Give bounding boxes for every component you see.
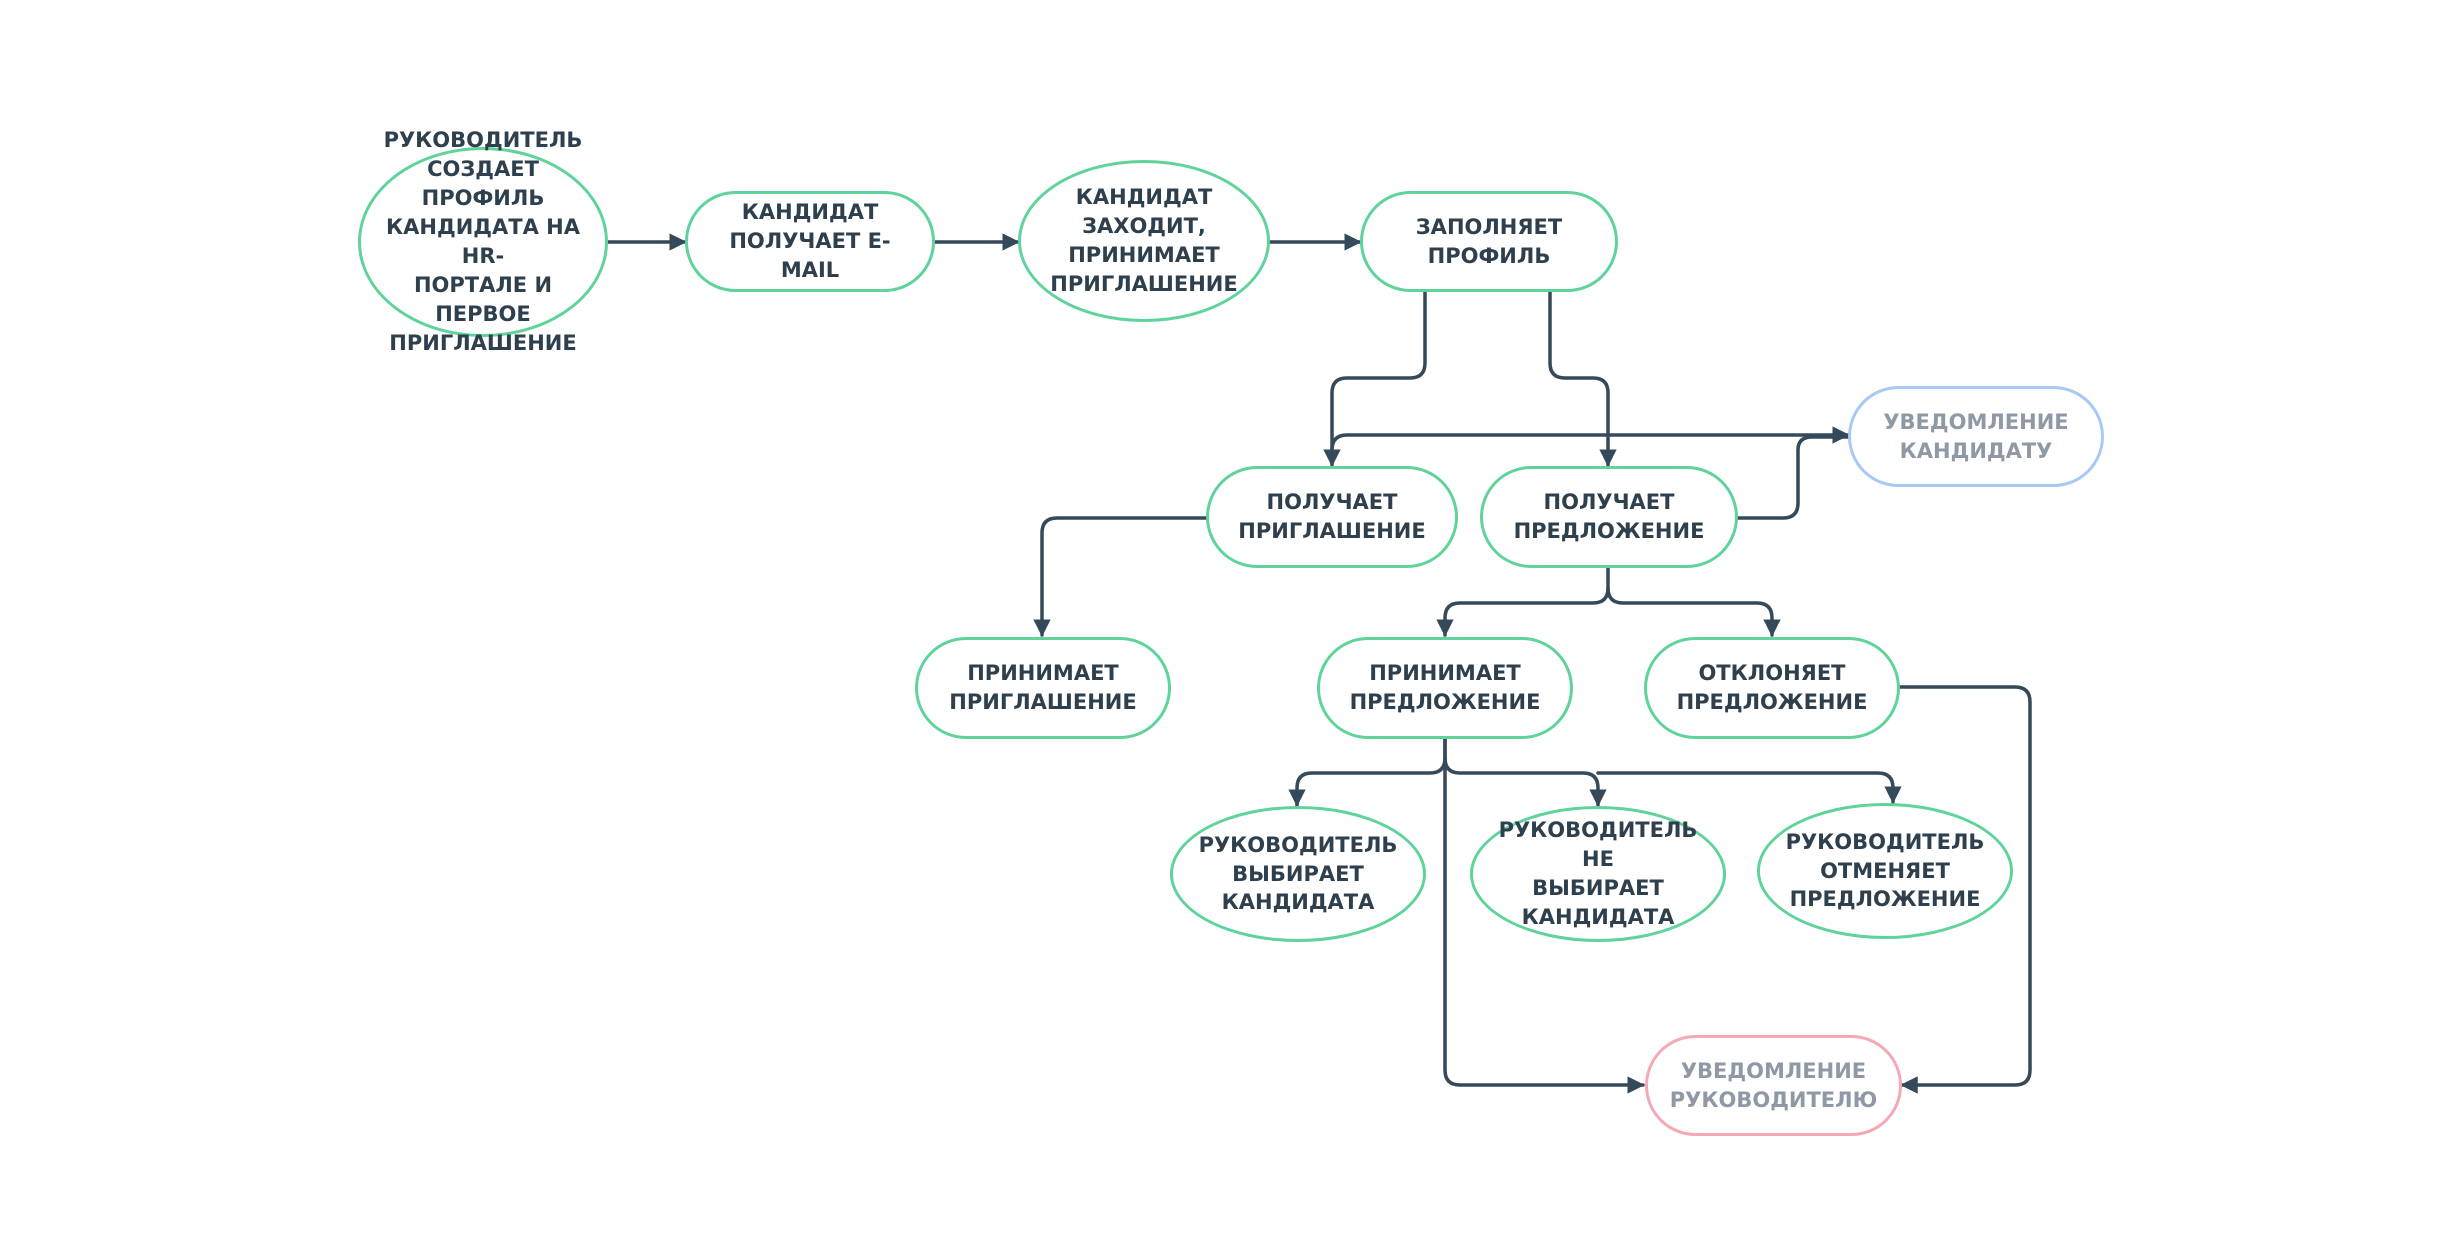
edge-accept-to-not-selects bbox=[1443, 756, 1607, 807]
node-manager-not-selects-candidate: РУКОВОДИТЕЛЬ НЕ ВЫБИРАЕТ КАНДИДАТА bbox=[1470, 806, 1726, 942]
node-manager-cancels-offer: РУКОВОДИТЕЛЬ ОТМЕНЯЕТ ПРЕДЛОЖЕНИЕ bbox=[1757, 803, 2013, 939]
node-rejects-offer: ОТКЛОНЯЕТ ПРЕДЛОЖЕНИЕ bbox=[1644, 637, 1900, 739]
edge-accept-to-cancels bbox=[1596, 771, 1902, 804]
edge-invitation-to-candidate-notice bbox=[1330, 426, 1850, 452]
node-receives-invitation: ПОЛУЧАЕТ ПРИГЛАШЕНИЕ bbox=[1206, 466, 1458, 568]
node-candidate-notification: УВЕДОМЛЕНИЕ КАНДИДАТУ bbox=[1848, 386, 2104, 487]
node-accepts-invitation: ПРИНИМАЕТ ПРИГЛАШЕНИЕ bbox=[915, 637, 1171, 739]
node-receives-offer: ПОЛУЧАЕТ ПРЕДЛОЖЕНИЕ bbox=[1480, 466, 1738, 568]
edge-fill-to-invitation bbox=[1323, 288, 1427, 467]
node-candidate-receives-email: КАНДИДАТ ПОЛУЧАЕТ E-MAIL bbox=[685, 191, 935, 292]
edge-offer-to-accept bbox=[1436, 566, 1610, 637]
edge-reject-to-manager-notice bbox=[1898, 685, 2032, 1094]
node-fills-profile: ЗАПОЛНЯЕТ ПРОФИЛЬ bbox=[1360, 191, 1618, 292]
edge-offer-to-candidate-notice bbox=[1736, 435, 1850, 520]
edge-fill-to-offer bbox=[1548, 288, 1617, 467]
node-accepts-offer: ПРИНИМАЕТ ПРЕДЛОЖЕНИЕ bbox=[1317, 637, 1573, 739]
node-candidate-logs-in: КАНДИДАТ ЗАХОДИТ, ПРИНИМАЕТ ПРИГЛАШЕНИЕ bbox=[1018, 160, 1270, 322]
node-manager-selects-candidate: РУКОВОДИТЕЛЬ ВЫБИРАЕТ КАНДИДАТА bbox=[1170, 806, 1426, 942]
edge-offer-to-reject bbox=[1606, 586, 1781, 637]
edge-invitation-to-accept bbox=[1033, 516, 1208, 637]
edge-accept-to-selects bbox=[1288, 736, 1447, 807]
node-manager-notification: УВЕДОМЛЕНИЕ РУКОВОДИТЕЛЮ bbox=[1645, 1035, 1902, 1136]
node-manager-creates-profile: РУКОВОДИТЕЛЬ СОЗДАЕТ ПРОФИЛЬ КАНДИДАТА Н… bbox=[358, 128, 608, 355]
edge-accept-to-manager-notice bbox=[1443, 736, 1645, 1094]
